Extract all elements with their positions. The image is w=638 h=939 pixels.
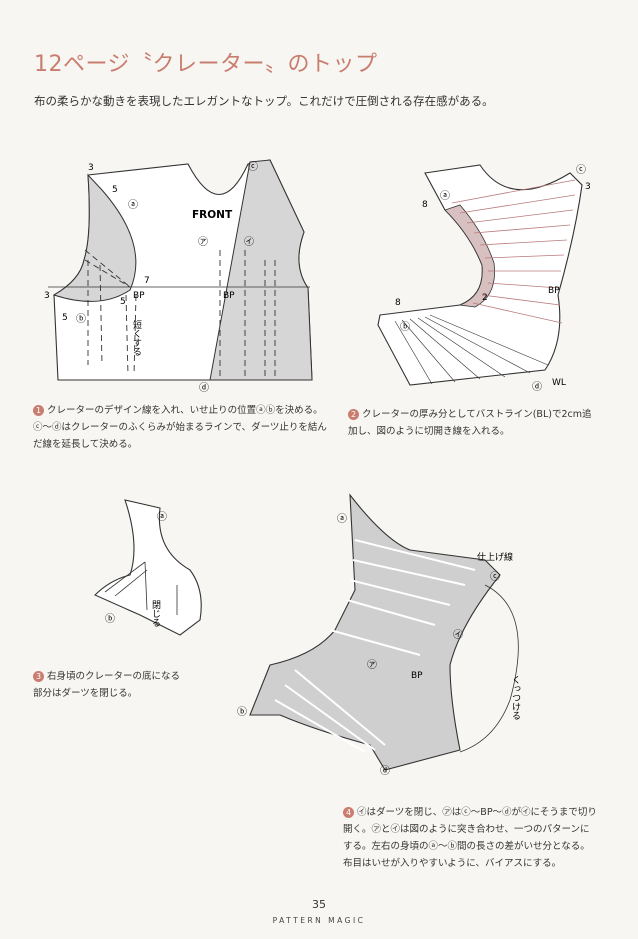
page-number: 35 [312, 898, 326, 911]
caption-4-line: 開く。㋐と㋑は図のように突き合わせ、一つのパターンに [343, 824, 590, 835]
attach-label: くっつける [510, 675, 521, 720]
figure-slash-lines: BP WL 8 8 3 2 ⓐ ⓑ ⓒ ⓓ [377, 164, 591, 393]
measure-3b: 3 [44, 291, 50, 301]
measure-3: 3 [585, 182, 591, 192]
marker-panel-i: ㋑ [453, 629, 463, 641]
caption-3-line: 部分はダーツを閉じる。 [33, 688, 138, 699]
marker-panel-a: ㋐ [367, 659, 377, 671]
bp-right-label: BP [223, 291, 235, 301]
caption-1-line: クレーターのデザイン線を入れ、いせ止りの位置ⓐⓑを決める。 [47, 405, 323, 416]
marker-c: ⓒ [490, 571, 500, 583]
page-subtitle: 布の柔らかな動きを表現したエレガントなトップ。これだけで圧倒される存在感がある。 [34, 94, 494, 108]
shorten-label: 短くする [131, 319, 142, 356]
marker-panel-a: ㋐ [198, 236, 208, 248]
marker-d: ⓓ [380, 765, 390, 777]
measure-2: 2 [482, 293, 488, 303]
step-number-1: 1 [33, 405, 44, 416]
marker-c: ⓒ [576, 164, 586, 176]
figure-front-pattern: FRONT BP BP 3 5 7 5 3 5 ⓐ ⓑ ⓒ ⓓ ㋐ ㋑ 短くする [44, 159, 313, 394]
bp-label: BP [548, 286, 560, 296]
measure-3: 3 [88, 163, 94, 173]
marker-b: ⓑ [76, 313, 86, 325]
marker-d: ⓓ [199, 382, 209, 394]
wl-label: WL [552, 378, 566, 388]
finish-line-label: 仕上げ線 [477, 551, 513, 563]
close-label: 閉じる [150, 600, 161, 627]
book-name: PATTERN MAGIC [272, 916, 366, 925]
figure-combined-pattern: 仕上げ線 くっつける BP ⓐ ⓑ ⓒ ⓓ ㋐ ㋑ [237, 493, 521, 777]
page-title: 12ページ〝クレーター〟のトップ [34, 52, 378, 77]
marker-a: ⓐ [128, 199, 138, 211]
caption-4-line: 布目はいせが入りやすいように、バイアスにする。 [343, 858, 562, 869]
measure-5a: 5 [112, 185, 118, 195]
measure-5c: 5 [62, 313, 68, 323]
measure-7: 7 [144, 276, 150, 286]
figure-right-bodice-dart: 閉じる ⓐ ⓑ [94, 499, 202, 636]
bp-left-label: BP [133, 291, 145, 301]
caption-4-line: ㋑はダーツを閉じ、㋐はⓒ〜BP〜ⓓが㋑にそうまで切り [357, 807, 597, 818]
marker-b: ⓑ [105, 613, 115, 625]
caption-4-line: する。左右の身頃のⓐ〜ⓑ間の長さの差がいせ分となる。 [343, 841, 590, 852]
bp-label: BP [411, 671, 423, 681]
caption-2-line: クレーターの厚み分としてバストライン(BL)で2cm追 [362, 409, 592, 420]
marker-a: ⓐ [157, 511, 167, 523]
measure-5b: 5 [120, 297, 126, 307]
caption-1-line: だ線を延長して決める。 [33, 439, 138, 450]
front-label: FRONT [192, 209, 233, 221]
caption-2-line: 加し、図のように切開き線を入れる。 [348, 426, 510, 437]
caption-1-line: ⓒ〜ⓓはクレーターのふくらみが始まるラインで、ダーツ止りを結ん [33, 422, 327, 433]
caption-3-line: 右身頃のクレーターの底になる [47, 671, 181, 682]
measure-8a: 8 [422, 200, 428, 210]
marker-panel-i: ㋑ [244, 236, 254, 248]
marker-a: ⓐ [337, 513, 347, 525]
marker-b: ⓑ [400, 321, 410, 333]
marker-c: ⓒ [248, 161, 258, 173]
marker-a: ⓐ [440, 190, 450, 202]
step-number-3: 3 [33, 671, 44, 682]
marker-d: ⓓ [532, 381, 542, 393]
marker-b: ⓑ [237, 706, 247, 718]
measure-8b: 8 [395, 298, 401, 308]
step-number-2: 2 [348, 409, 359, 420]
step-number-4: 4 [343, 807, 354, 818]
